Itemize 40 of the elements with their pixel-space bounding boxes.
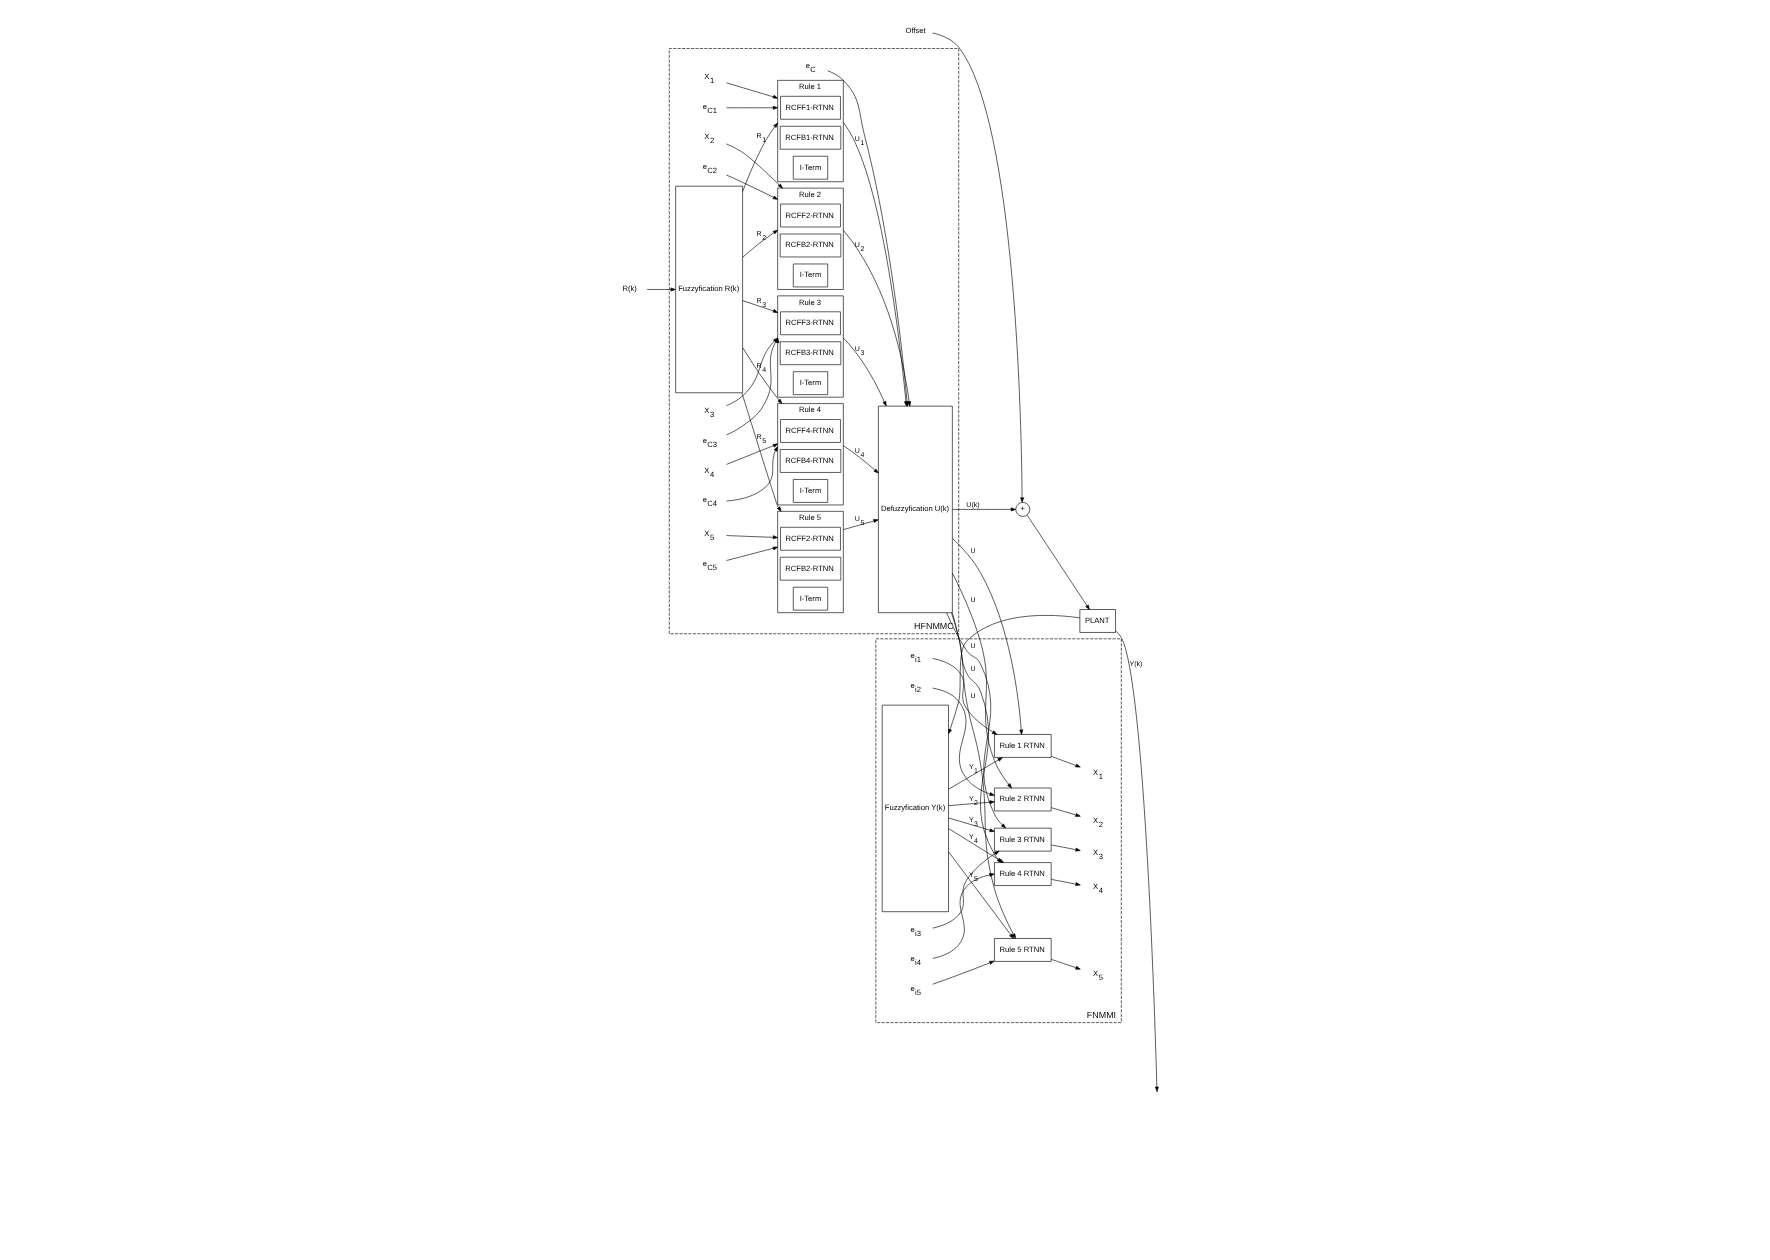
arrow bbox=[1050, 807, 1081, 817]
arrow bbox=[726, 443, 778, 465]
arrow bbox=[726, 174, 778, 200]
arrow bbox=[843, 337, 887, 407]
arrow bbox=[948, 851, 1014, 939]
arrow bbox=[952, 538, 1024, 735]
arrow bbox=[932, 658, 998, 735]
arrow bbox=[932, 873, 995, 959]
arrow bbox=[726, 337, 778, 407]
arrow bbox=[946, 612, 1006, 829]
arrow bbox=[843, 445, 879, 474]
arrow bbox=[843, 519, 879, 530]
arrow bbox=[742, 300, 778, 313]
arrow bbox=[948, 757, 1003, 790]
arrow bbox=[742, 122, 778, 192]
arrow bbox=[726, 105, 778, 110]
arrow bbox=[741, 392, 782, 512]
arrow bbox=[948, 800, 995, 806]
arrow bbox=[952, 612, 1016, 939]
arrow bbox=[1050, 959, 1081, 970]
arrow bbox=[932, 687, 995, 796]
arrow bbox=[726, 143, 783, 189]
arrow bbox=[1050, 844, 1081, 852]
arrow bbox=[1050, 755, 1081, 768]
arrow bbox=[952, 507, 1016, 512]
arrow bbox=[932, 32, 1024, 503]
arrow bbox=[952, 572, 1012, 789]
arrow bbox=[948, 817, 995, 833]
arrow bbox=[726, 535, 778, 540]
arrow bbox=[742, 347, 783, 404]
arrow bbox=[726, 337, 780, 436]
arrow bbox=[1026, 514, 1090, 610]
arrow bbox=[726, 546, 778, 561]
arrow bbox=[646, 287, 676, 292]
arrow bbox=[932, 960, 995, 985]
arrow bbox=[742, 229, 778, 258]
arrow bbox=[726, 82, 778, 99]
arrow bbox=[948, 615, 1081, 735]
arrow bbox=[1050, 879, 1081, 886]
arrow bbox=[726, 446, 778, 502]
